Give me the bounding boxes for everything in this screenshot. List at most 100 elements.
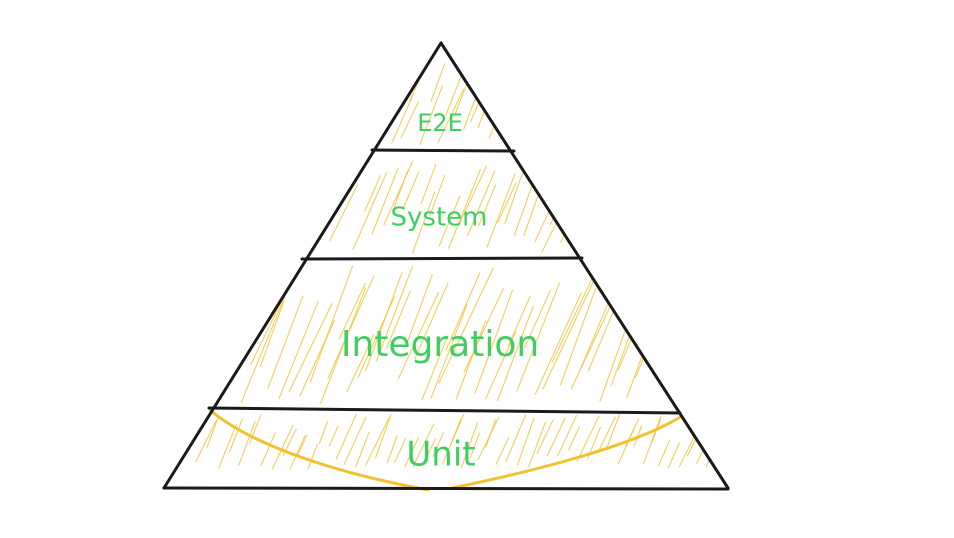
hatch-stroke — [704, 62, 722, 108]
hatch-stroke — [687, 306, 721, 389]
hatch-stroke — [449, 413, 465, 447]
hatch-stroke — [644, 268, 677, 338]
hatch-stroke — [412, 423, 435, 467]
hatch-stroke — [454, 80, 469, 115]
hatch-stroke — [406, 274, 433, 344]
hatch-stroke — [651, 185, 673, 233]
pyramid-right-edge — [439, 41, 730, 490]
hatch-stroke — [723, 70, 728, 119]
hatch-stroke — [448, 169, 481, 249]
hatch-stroke — [262, 162, 294, 243]
hatch-stroke — [546, 417, 566, 457]
hatch-stroke — [321, 72, 342, 115]
hatch-stroke — [716, 164, 728, 234]
hatch-stroke — [557, 415, 577, 457]
hatch-stroke — [180, 333, 207, 387]
hatch-stroke — [642, 86, 660, 127]
hatch-stroke — [568, 85, 594, 139]
hatch-stroke — [254, 191, 280, 250]
hatch-stroke — [340, 75, 375, 147]
hatch-stroke — [327, 275, 375, 379]
hatch-stroke — [617, 266, 663, 371]
hatch-stroke — [571, 200, 591, 245]
hatch-stroke — [430, 63, 446, 102]
hatch-stroke — [437, 88, 464, 143]
hatch-stroke — [164, 280, 202, 369]
hatch-stroke — [289, 162, 315, 221]
hatch-stroke — [507, 295, 531, 347]
hatch-stroke — [249, 414, 262, 445]
hatch-stroke — [170, 289, 220, 397]
hatch-stroke — [756, 79, 784, 147]
hatch-stroke — [351, 62, 374, 118]
hatch-stroke — [319, 421, 329, 444]
hatch-stroke — [467, 170, 496, 237]
hatch-stroke — [278, 300, 319, 400]
hatch-stroke — [689, 155, 716, 227]
hatch-stroke — [658, 93, 675, 133]
hatch-stroke — [478, 184, 496, 226]
hatch-stroke — [420, 164, 437, 204]
hatch-stroke — [225, 172, 260, 250]
hatch-stroke — [718, 296, 728, 393]
hatch-stroke — [663, 283, 691, 350]
hatch-stroke — [606, 205, 626, 253]
hatch-stroke — [458, 165, 487, 225]
hatch-stroke — [580, 93, 606, 149]
hatch-stroke — [470, 432, 480, 458]
divider-e2e-system — [370, 148, 516, 153]
hatch-stroke — [534, 292, 582, 395]
hatch-stroke — [235, 109, 253, 148]
hatch-stroke — [167, 80, 187, 131]
hatch-stroke — [486, 173, 516, 248]
hatch-stroke — [313, 186, 330, 223]
hatch-stroke — [715, 81, 728, 133]
hatch-stroke — [365, 417, 390, 466]
hatch-stroke — [650, 419, 661, 444]
hatch-stroke — [496, 305, 534, 402]
hatch-stroke — [591, 64, 617, 115]
hatch-stroke — [504, 168, 525, 224]
hatch-stroke — [383, 160, 414, 226]
hatch-stroke — [164, 165, 188, 241]
hatch-stroke — [284, 72, 301, 110]
hatch-stroke — [267, 295, 304, 389]
hatch-stroke — [329, 95, 350, 139]
hatch-stroke — [335, 414, 357, 460]
hatch-stroke — [197, 185, 217, 235]
hatch-stroke — [266, 101, 285, 144]
pyramid-left-edge — [162, 41, 443, 490]
hatch-stroke — [343, 416, 367, 465]
unit-curve-left — [208, 408, 430, 492]
hatch-stroke — [474, 289, 514, 394]
hatch-stroke — [455, 320, 486, 400]
hatch-stroke — [438, 195, 461, 247]
hatch-stroke — [658, 440, 670, 466]
hatch-stroke — [746, 179, 781, 255]
hatch-stroke — [505, 414, 527, 462]
hatch-stroke — [644, 205, 663, 256]
hatch-stroke — [288, 303, 333, 393]
hatch-stroke — [537, 75, 559, 130]
hatch-stroke — [270, 177, 287, 216]
hatch-stroke — [568, 426, 581, 451]
layer-label-unit: Unit — [406, 435, 475, 475]
hatch-stroke — [739, 292, 763, 356]
hatch-stroke — [299, 320, 335, 397]
layer-label-e2e: E2E — [417, 109, 463, 137]
hatch-stroke — [536, 419, 554, 455]
hatch-stroke — [260, 432, 276, 467]
hatch-stroke — [259, 300, 285, 367]
hatch-stroke — [187, 167, 226, 249]
hatch-stroke — [622, 81, 638, 115]
hatch-stroke — [198, 65, 225, 126]
hatch-stroke — [386, 290, 411, 349]
hatch-stroke — [397, 292, 439, 380]
hatch-stroke — [463, 288, 504, 373]
hatch-stroke — [679, 333, 709, 402]
hatch-stroke — [238, 420, 256, 466]
hatch-stroke — [328, 425, 339, 447]
hatch-stroke — [216, 176, 241, 240]
hatch-stroke — [338, 283, 366, 340]
